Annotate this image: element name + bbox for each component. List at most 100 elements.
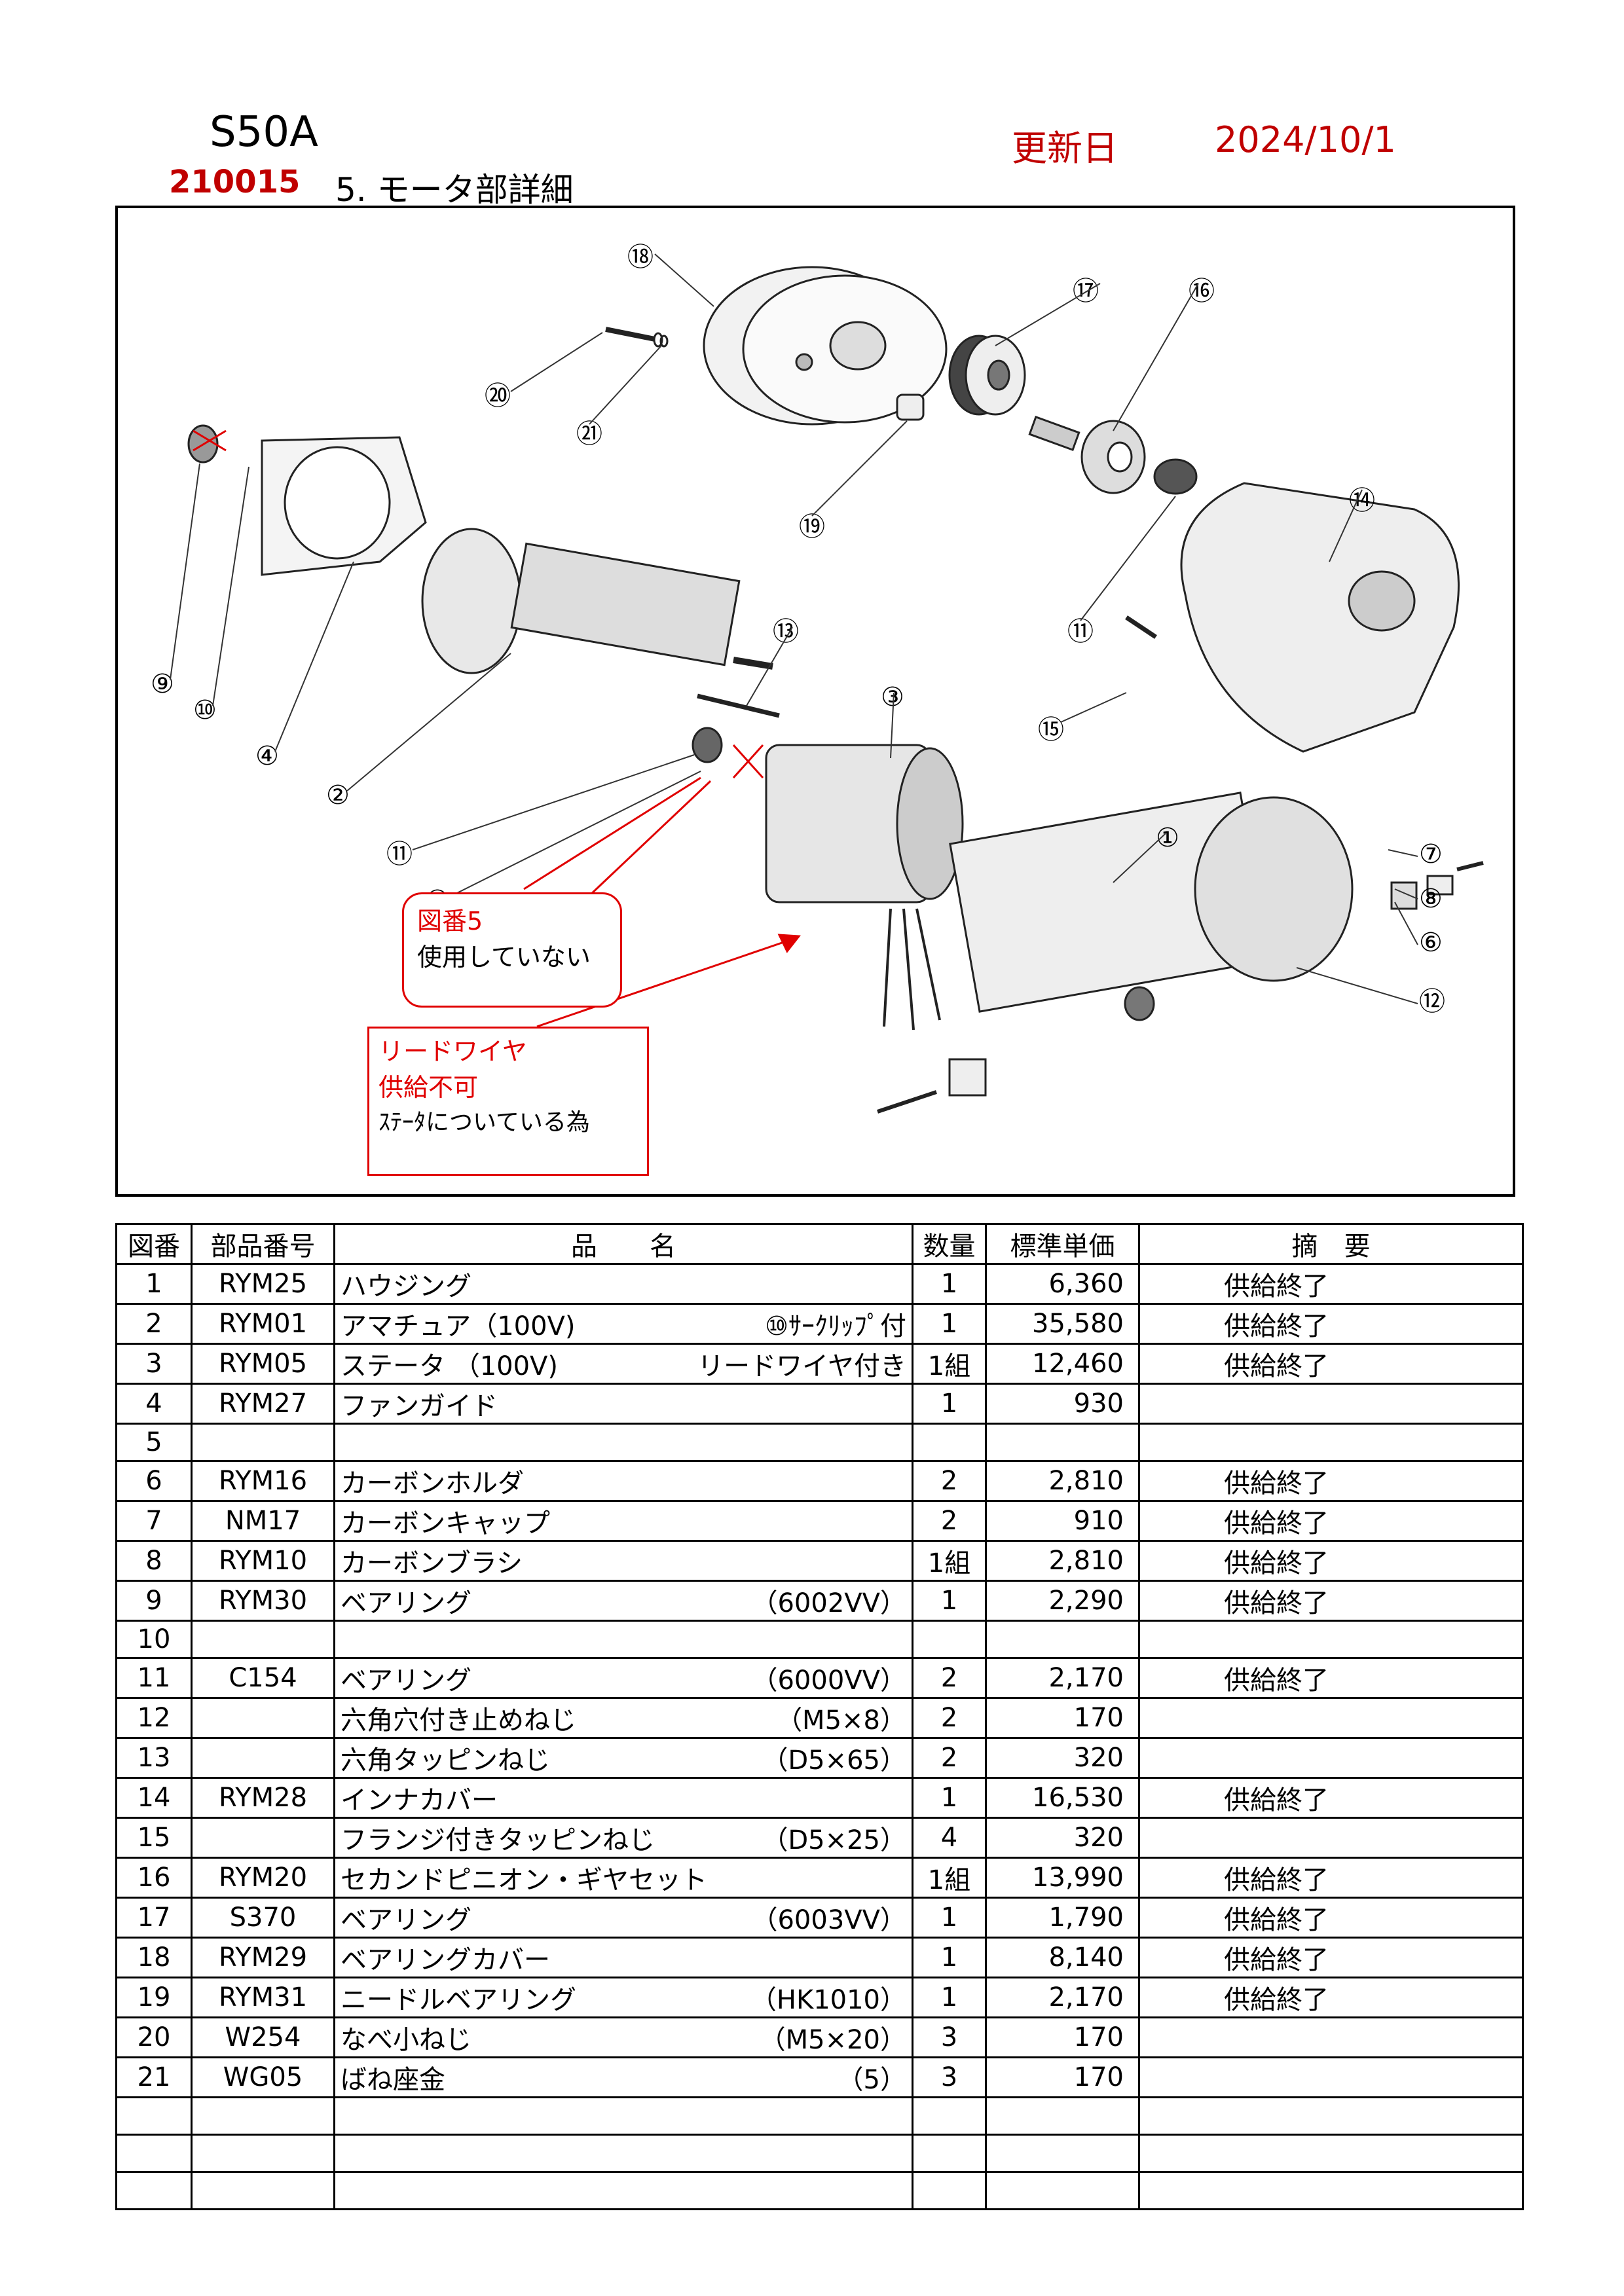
- cell-price: 910: [985, 1500, 1140, 1542]
- cell-price: 6,360: [985, 1263, 1140, 1305]
- note-text: [1145, 1389, 1224, 1419]
- cell-part-number: W254: [191, 2016, 335, 2058]
- needle-bearing-part: [896, 393, 925, 421]
- cell-qty: 3: [912, 2016, 987, 2058]
- part-name-text: カーボンブラシ: [341, 1548, 523, 1578]
- section-title: 5. モータ部詳細: [335, 171, 574, 209]
- cell-note: 供給終了: [1138, 1460, 1524, 1502]
- part-spec-text: [893, 1386, 906, 1422]
- cell-qty: [912, 2096, 987, 2136]
- cell-note: [1138, 1620, 1524, 1659]
- cell-note: [1138, 1737, 1524, 1779]
- label-16: ⑯: [1189, 276, 1215, 306]
- cell-name: [333, 1620, 913, 1659]
- cell-name: ベアリング（6003VV）: [333, 1897, 913, 1939]
- part-spec-text: [893, 1543, 906, 1579]
- lead-wires: [883, 908, 941, 1030]
- cell-no: 1: [115, 1263, 193, 1305]
- part-name-text: アマチュア（100V): [341, 1311, 576, 1341]
- cell-no: 6: [115, 1460, 193, 1502]
- cell-note: 供給終了: [1138, 1977, 1524, 2018]
- cell-price: 16,530: [985, 1777, 1140, 1819]
- note-text: [1145, 2138, 1224, 2168]
- part-spec-text: （M5×20）: [759, 2025, 906, 2055]
- inner-cover-part: [1180, 482, 1460, 753]
- part-spec-text: （6000VV）: [751, 1666, 906, 1696]
- cell-qty: 2: [912, 1737, 987, 1779]
- cell-price: 13,990: [985, 1857, 1140, 1899]
- cell-qty: 1: [912, 1383, 987, 1425]
- note-text: [1145, 1624, 1224, 1654]
- cell-price: 1,790: [985, 1897, 1140, 1939]
- part-spec-text: （6002VV）: [751, 1588, 906, 1618]
- part-name-text: ハウジング: [341, 1271, 471, 1302]
- cell-qty: 2: [912, 1657, 987, 1699]
- note-text: 供給終了: [1224, 1311, 1329, 1341]
- cell-qty: 4: [912, 1817, 987, 1859]
- armature-part: [421, 528, 773, 674]
- cell-note: 供給終了: [1138, 1897, 1524, 1939]
- part-name-text: 六角タッピンねじ: [341, 1745, 550, 1776]
- callout-lead-text: ｽﾃｰﾀについている為: [378, 1109, 590, 1137]
- cell-part-number: [191, 2096, 335, 2136]
- cell-no: 10: [115, 1620, 193, 1659]
- cell-price: [985, 2134, 1140, 2173]
- cell-no: 5: [115, 1423, 193, 1462]
- label-2: ②: [326, 780, 350, 811]
- note-text: [1145, 1743, 1224, 1773]
- note-text: [1145, 2062, 1224, 2092]
- note-text: 供給終了: [1224, 1945, 1329, 1975]
- cell-part-number: RYM10: [191, 1540, 335, 1582]
- part-spec-text: （6003VV）: [751, 1905, 906, 1935]
- cell-note: [1138, 2134, 1524, 2173]
- part-spec-text: リードワイヤ付き: [697, 1351, 906, 1381]
- note-text: [1145, 1427, 1224, 1457]
- part-name-text: ベアリングカバー: [341, 1945, 550, 1975]
- cell-name: インナカバー: [333, 1777, 913, 1819]
- cell-qty: 1: [912, 1897, 987, 1939]
- cell-part-number: WG05: [191, 2056, 335, 2098]
- cell-price: 2,810: [985, 1540, 1140, 1582]
- no5-cross-mark: [732, 744, 764, 779]
- col-header-price: 標準単価: [985, 1223, 1140, 1265]
- flange-screw-part: [1125, 615, 1157, 639]
- label-13: ⑬: [773, 617, 799, 647]
- table-row: [115, 2134, 1524, 2173]
- cell-part-number: C154: [191, 1657, 335, 1699]
- cell-qty: 1組: [912, 1857, 987, 1899]
- cell-no: [115, 2171, 193, 2210]
- cell-no: 20: [115, 2016, 193, 2058]
- cell-qty: 2: [912, 1500, 987, 1542]
- cell-name: ベアリングカバー: [333, 1937, 913, 1978]
- cell-qty: [912, 2171, 987, 2210]
- col-header-no: 図番: [115, 1223, 193, 1265]
- cell-name: カーボンホルダ: [333, 1460, 913, 1502]
- cell-note: 供給終了: [1138, 1500, 1524, 1542]
- cell-no: 15: [115, 1817, 193, 1859]
- label-1: ①: [1156, 823, 1179, 853]
- leader-lines: [170, 253, 1418, 1004]
- cell-price: 12,460: [985, 1343, 1140, 1385]
- cell-qty: 1: [912, 1303, 987, 1345]
- cell-price: 170: [985, 1697, 1140, 1739]
- cell-name: ばね座金（5）: [333, 2056, 913, 2098]
- cell-name: ニードルベアリング（HK1010）: [333, 1977, 913, 2018]
- cell-part-number: RYM30: [191, 1580, 335, 1622]
- cell-note: [1138, 1817, 1524, 1859]
- part-spec-text: （D5×25）: [762, 1825, 906, 1855]
- cell-qty: 1: [912, 1580, 987, 1622]
- cell-price: 2,810: [985, 1460, 1140, 1502]
- label-4: ④: [255, 741, 279, 771]
- part-name-text: ニードルベアリング: [341, 1985, 576, 2015]
- cell-note: 供給終了: [1138, 1343, 1524, 1385]
- carbon-parts: [877, 861, 1484, 1114]
- cell-name: フランジ付きタッピンねじ（D5×25）: [333, 1817, 913, 1859]
- cell-price: [985, 1620, 1140, 1659]
- part-spec-text: [893, 1940, 906, 1976]
- table-header-row: 図番 部品番号 品 名 数量 標準単価 摘 要: [115, 1223, 1524, 1265]
- cell-note: 供給終了: [1138, 1657, 1524, 1699]
